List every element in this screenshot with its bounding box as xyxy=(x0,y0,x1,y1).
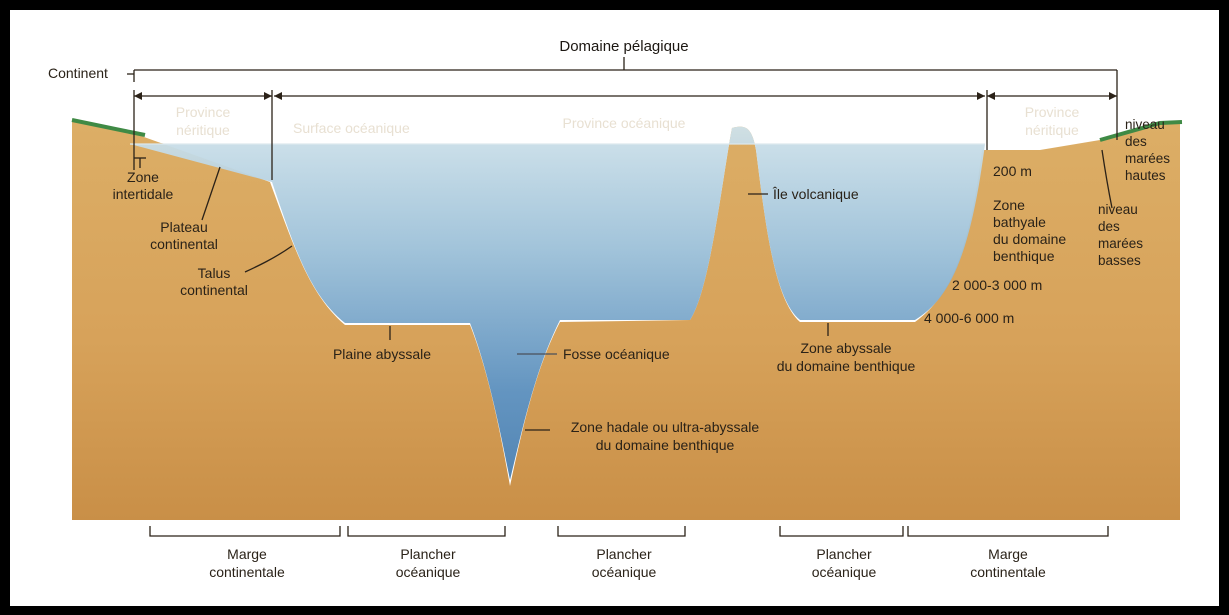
label-talus-continental-1: Talus xyxy=(198,265,231,281)
label-zone-bathyale-3: du domaine xyxy=(993,231,1066,247)
label-niveau-basses-2: des xyxy=(1098,219,1120,234)
label-niveau-hautes-4: hautes xyxy=(1125,168,1166,183)
diagram-frame: Domaine pélagique Continent Province nér… xyxy=(10,10,1219,606)
label-niveau-hautes-2: des xyxy=(1125,134,1147,149)
grass-right xyxy=(1099,120,1183,142)
ocean-water xyxy=(130,126,985,480)
label-zone-abyssale-2: du domaine benthique xyxy=(777,358,916,374)
label-marge-left-1: Marge xyxy=(227,546,267,562)
label-plancher-3-1: Plancher xyxy=(816,546,872,562)
label-niveau-basses-1: niveau xyxy=(1098,202,1138,217)
label-province-neritique-left-1: Province xyxy=(176,104,231,120)
label-marge-right-1: Marge xyxy=(988,546,1028,562)
bracket-domaine-pelagique xyxy=(133,57,1118,82)
leader-plateau xyxy=(201,166,221,221)
grass-left xyxy=(71,118,146,137)
label-zone-bathyale-2: bathyale xyxy=(993,214,1046,230)
bottom-brackets xyxy=(149,526,1109,537)
arrows-provinces xyxy=(133,82,1118,180)
label-plateau-continental-1: Plateau xyxy=(160,219,207,235)
label-plancher-1-1: Plancher xyxy=(400,546,456,562)
label-zone-intertidale-2: intertidale xyxy=(113,186,174,202)
label-continent: Continent xyxy=(48,65,108,81)
label-zone-bathyale-4: benthique xyxy=(993,248,1055,264)
label-marge-right-2: continentale xyxy=(970,564,1046,580)
leader-talus xyxy=(244,245,293,273)
label-plaine-abyssale: Plaine abyssale xyxy=(333,346,431,362)
label-marge-left-2: continentale xyxy=(209,564,285,580)
label-depth-4000: 4 000-6 000 m xyxy=(924,310,1014,326)
ocean-zones-diagram: Domaine pélagique Continent Province nér… xyxy=(48,38,1183,580)
label-province-neritique-right-2: néritique xyxy=(1025,122,1079,138)
label-niveau-basses-3: marées xyxy=(1098,236,1143,251)
label-plancher-1-2: océanique xyxy=(396,564,461,580)
label-province-neritique-left-2: néritique xyxy=(176,122,230,138)
leader-niveau-basses xyxy=(1101,149,1113,209)
label-talus-continental-2: continental xyxy=(180,282,248,298)
label-ile-volcanique: Île volcanique xyxy=(772,186,859,202)
label-plancher-3-2: océanique xyxy=(812,564,877,580)
label-niveau-hautes-3: marées xyxy=(1125,151,1170,166)
label-province-neritique-right-1: Province xyxy=(1025,104,1080,120)
label-depth-2000: 2 000-3 000 m xyxy=(952,277,1042,293)
label-province-oceanique: Province océanique xyxy=(563,115,686,131)
label-plateau-continental-2: continental xyxy=(150,236,218,252)
label-zone-hadale-2: du domaine benthique xyxy=(596,437,735,453)
label-zone-abyssale-1: Zone abyssale xyxy=(800,340,891,356)
label-domaine-pelagique: Domaine pélagique xyxy=(559,38,688,55)
label-plancher-2-2: océanique xyxy=(592,564,657,580)
bracket-zone-intertidale xyxy=(134,157,146,168)
label-surface-oceanique: Surface océanique xyxy=(293,120,410,136)
label-depth-200: 200 m xyxy=(993,163,1032,179)
seafloor-sediment xyxy=(72,120,1180,520)
label-zone-hadale-1: Zone hadale ou ultra-abyssale xyxy=(571,419,760,435)
label-zone-intertidale-1: Zone xyxy=(127,169,159,185)
label-zone-bathyale-1: Zone xyxy=(993,197,1025,213)
label-niveau-hautes-1: niveau xyxy=(1125,117,1165,132)
label-fosse-oceanique: Fosse océanique xyxy=(563,346,670,362)
label-plancher-2-1: Plancher xyxy=(596,546,652,562)
label-niveau-basses-4: basses xyxy=(1098,253,1141,268)
